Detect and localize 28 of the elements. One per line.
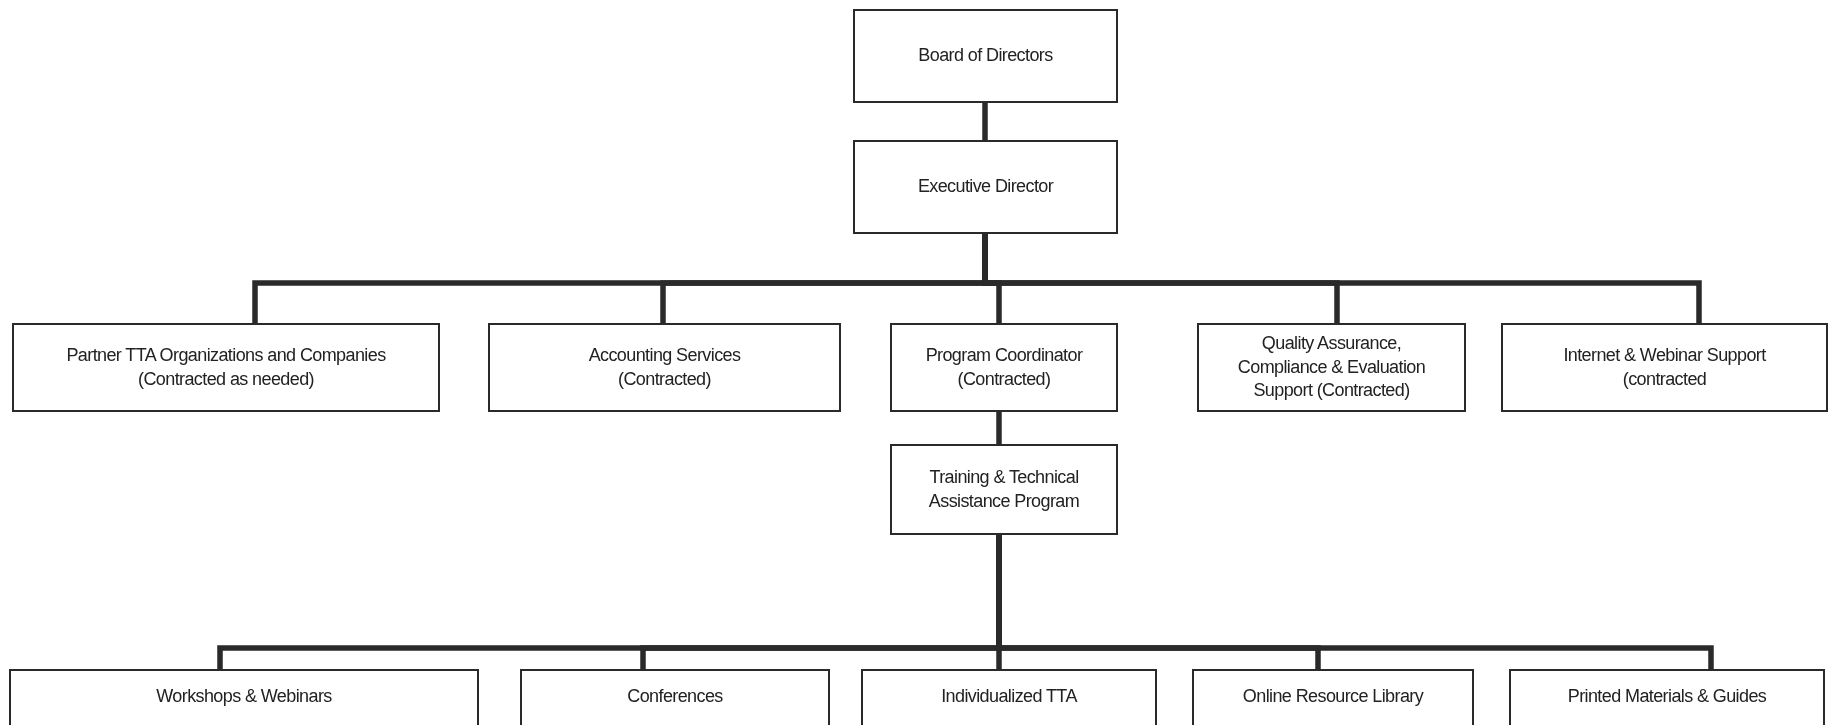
org-box bbox=[488, 323, 841, 412]
org-box bbox=[853, 9, 1118, 103]
box-label: Partner TTA Organizations and Companies (Contracted as needed) bbox=[65, 344, 387, 391]
box-label: Quality Assurance, Compliance & Evaluation Support (Contracted) bbox=[1236, 332, 1427, 403]
org-box bbox=[12, 323, 440, 412]
box-label: Conferences bbox=[627, 685, 723, 708]
org-box bbox=[1197, 323, 1466, 412]
box-label: Workshops & Webinars bbox=[156, 685, 332, 708]
box-label: Internet & Webinar Support (contracted bbox=[1562, 344, 1767, 391]
box-label: Training & Technical Assistance Program bbox=[927, 466, 1081, 513]
connector-line bbox=[982, 103, 988, 140]
org-box bbox=[9, 669, 479, 725]
org-box bbox=[1192, 669, 1474, 725]
box-label: Executive Director bbox=[917, 175, 1054, 199]
org-box bbox=[1509, 669, 1825, 725]
org-box bbox=[520, 669, 830, 725]
box-label: Online Resource Library bbox=[1242, 685, 1424, 708]
box-label: Individualized TTA bbox=[941, 685, 1077, 708]
org-box bbox=[890, 323, 1118, 412]
connector-line bbox=[996, 412, 1002, 444]
box-label: Accounting Services (Contracted) bbox=[587, 344, 742, 391]
org-box bbox=[861, 669, 1157, 725]
box-label: Board of Directors bbox=[918, 44, 1053, 68]
org-box bbox=[853, 140, 1118, 234]
org-box bbox=[1501, 323, 1828, 412]
box-label: Printed Materials & Guides bbox=[1567, 685, 1767, 708]
box-label: Program Coordinator (Contracted) bbox=[924, 344, 1084, 391]
org-box bbox=[890, 444, 1118, 535]
